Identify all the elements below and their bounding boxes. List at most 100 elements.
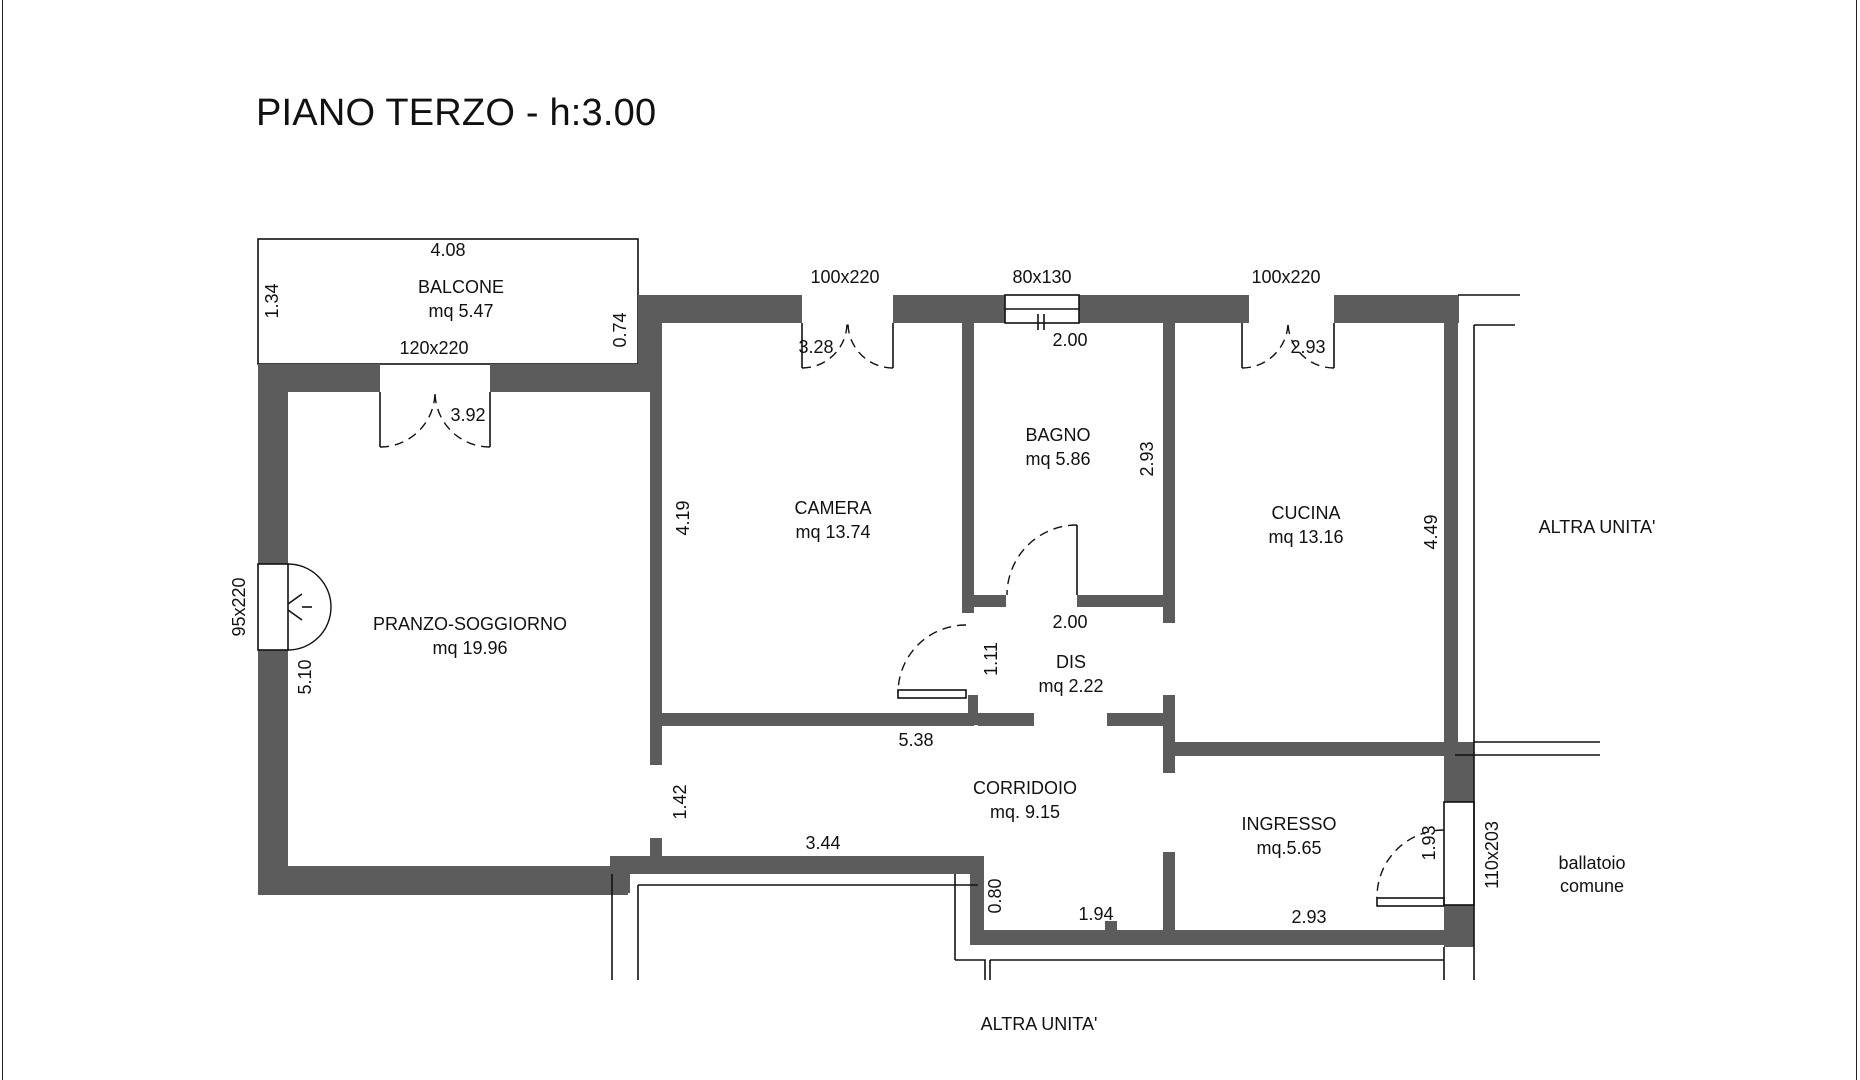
room-name-dis: DIS — [1056, 652, 1086, 672]
wall-cucina-east — [1444, 295, 1458, 755]
wall-niche-notch — [1105, 921, 1117, 933]
room-name-corridoio: CORRIDOIO — [973, 778, 1077, 798]
dim-bagno-width: 2.00 — [1052, 330, 1087, 350]
wall-bagno-bottom-right — [1077, 595, 1165, 607]
dim-bagno-depth: 2.93 — [1137, 441, 1157, 476]
dim-balcone-depth: 1.34 — [262, 283, 282, 318]
dim-dis-width: 2.00 — [1052, 612, 1087, 632]
opening-west-door: 95x220 — [229, 577, 249, 636]
walls — [258, 295, 1474, 947]
room-name-bagno: BAGNO — [1025, 425, 1090, 445]
room-area-soggiorno: mq 19.96 — [432, 638, 507, 658]
wall-camera-bottom — [662, 713, 974, 726]
wall-stub-corridor — [650, 838, 662, 858]
dim-balcone-width: 4.08 — [430, 240, 465, 260]
door-bagno-swing — [1006, 524, 1078, 596]
dim-camera-width: 3.28 — [798, 337, 833, 357]
room-name-balcone: BALCONE — [418, 277, 504, 297]
room-name-cucina: CUCINA — [1271, 503, 1340, 523]
doors — [257, 294, 1475, 907]
wall-ingresso-left — [1163, 852, 1175, 937]
door-west-frame[interactable] — [257, 563, 289, 651]
wall-north-soggiorno-right — [490, 364, 650, 392]
door-camera-swing-left — [801, 322, 848, 369]
wall-bagno-bottom-left — [974, 595, 1006, 607]
wall-dis-bottom-left — [978, 713, 1034, 726]
room-area-balcone: mq 5.47 — [428, 301, 493, 321]
door-west-swing-bottom — [287, 606, 332, 651]
wall-dis-stub-left — [968, 695, 978, 725]
dim-corridoio-depth: 1.42 — [670, 784, 690, 819]
door-balcony-swing-right — [434, 391, 491, 448]
door-entry-leaf[interactable] — [1376, 897, 1445, 907]
dim-ingresso-depth: 1.93 — [1419, 825, 1439, 860]
wall-cucina-bottom — [1163, 742, 1458, 756]
wall-north-cucina-right — [1334, 295, 1459, 323]
wall-west-lower — [258, 650, 288, 895]
wall-south-corridor — [618, 856, 983, 874]
dim-ingresso-width: 2.93 — [1291, 907, 1326, 927]
dim-soggiorno-depth: 5.10 — [295, 659, 315, 694]
room-area-ingresso: mq.5.65 — [1256, 838, 1321, 858]
dimension-labels: 4.08 1.34 0.74 3.92 5.10 3.28 4.19 5.38 … — [262, 240, 1441, 927]
wall-soggiorno-east — [650, 380, 662, 765]
room-name-soggiorno: PRANZO-SOGGIORNO — [373, 614, 567, 634]
door-camera-swing-right — [847, 322, 894, 369]
wall-south-soggiorno — [258, 866, 628, 895]
dim-camera-depth: 4.19 — [673, 500, 693, 535]
wall-north-camera-right — [893, 295, 1005, 323]
door-entry-swing — [1376, 829, 1445, 899]
dim-dis-depth: 1.11 — [981, 642, 1001, 676]
door-camera-dis-swing — [897, 624, 967, 694]
ballatoio-label-line2: comune — [1560, 876, 1624, 896]
ballatoio-label-line1: ballatoio — [1558, 853, 1625, 873]
opening-cucina-window: 100x220 — [1251, 267, 1320, 287]
door-camera-dis-leaf[interactable] — [897, 689, 967, 699]
wall-north-camera-left — [638, 295, 802, 323]
wall-bagno-cucina — [1163, 323, 1175, 623]
opening-balcone-door: 120x220 — [399, 338, 468, 358]
door-west-leaf-1 — [287, 593, 303, 605]
frame-border-right — [1856, 0, 1857, 1080]
frame-border-left — [2, 0, 3, 1080]
neighbor-right-label: ALTRA UNITA' — [1539, 517, 1656, 537]
wall-niche-left — [970, 856, 984, 941]
dim-corridoio-width: 3.44 — [805, 833, 840, 853]
wall-west-upper — [258, 364, 288, 564]
room-area-cucina: mq 13.16 — [1268, 527, 1343, 547]
door-west-leaf-2 — [287, 609, 303, 621]
opening-camera-window: 100x220 — [810, 267, 879, 287]
opening-entry-door: 110x203 — [1482, 821, 1502, 889]
wall-dis-right — [1163, 695, 1175, 773]
wall-south-ingresso — [970, 930, 1470, 945]
room-area-bagno: mq 5.86 — [1025, 449, 1090, 469]
opening-labels: 120x220 100x220 80x130 100x220 95x220 11… — [229, 267, 1502, 889]
dim-balcone-side: 0.74 — [610, 312, 630, 347]
door-balcony-swing-left — [379, 391, 436, 448]
opening-bagno-window: 80x130 — [1012, 267, 1071, 287]
wall-camera-bagno — [962, 323, 974, 613]
room-area-dis: mq 2.22 — [1038, 676, 1103, 696]
neighbor-bottom-label: ALTRA UNITA' — [981, 1014, 1098, 1034]
door-cucina-swing-right — [1287, 322, 1335, 369]
room-area-camera: mq 13.74 — [795, 522, 870, 542]
wall-north-bagno-cucina-gap — [1243, 295, 1249, 323]
wall-dis-bottom-right — [1107, 713, 1167, 726]
dim-niche-width: 1.94 — [1078, 904, 1113, 924]
dim-camera-bottom: 5.38 — [898, 730, 933, 750]
room-name-ingresso: INGRESSO — [1241, 814, 1336, 834]
plan-title: PIANO TERZO - h:3.00 — [256, 92, 657, 134]
dim-cucina-depth: 4.49 — [1421, 514, 1441, 549]
dim-cucina-width: 2.93 — [1290, 337, 1325, 357]
dim-niche-depth: 0.80 — [985, 878, 1005, 913]
door-cucina-swing-left — [1241, 322, 1289, 369]
room-name-camera: CAMERA — [794, 498, 871, 518]
line-south-4 — [955, 959, 986, 980]
door-west-swing-top — [287, 563, 332, 608]
wall-north-cucina-left — [1172, 295, 1242, 323]
wall-north-soggiorno-left — [258, 364, 380, 392]
door-entry-frame[interactable] — [1443, 801, 1475, 906]
dim-soggiorno-width: 3.92 — [450, 405, 485, 425]
